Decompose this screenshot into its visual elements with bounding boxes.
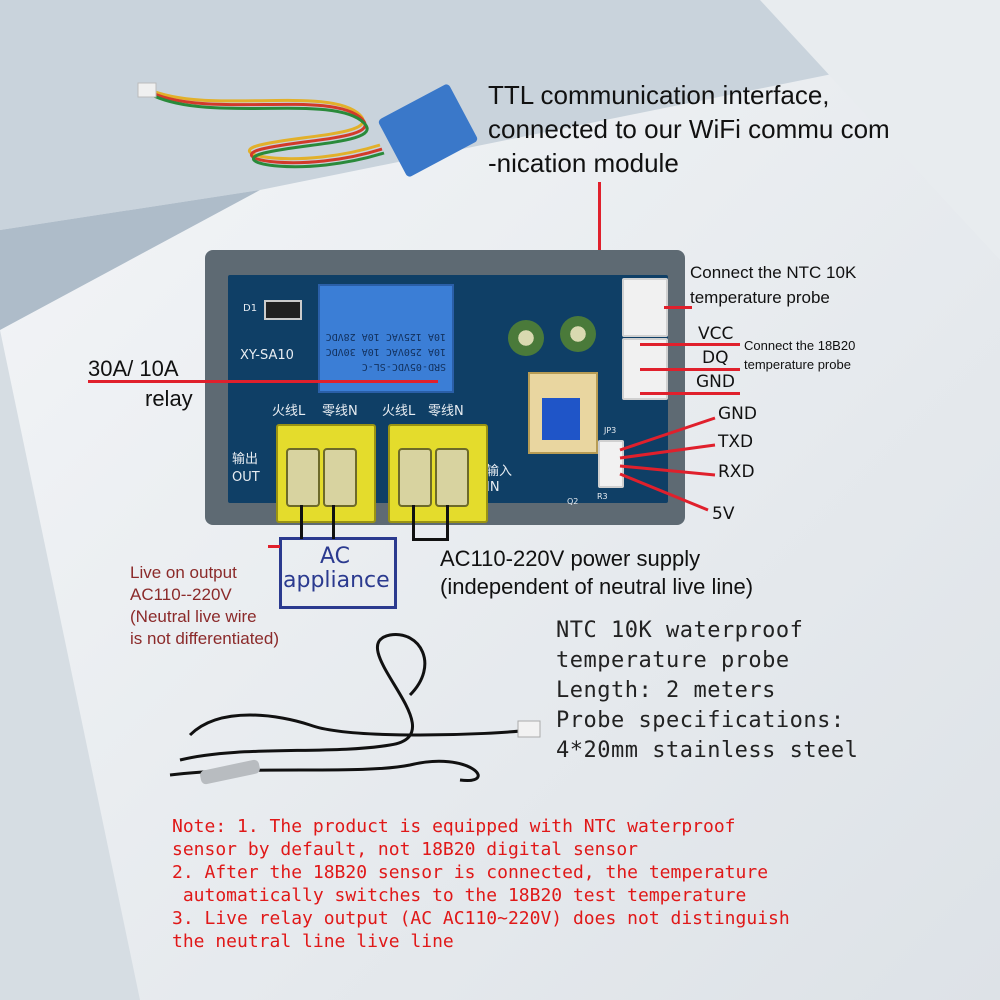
live-output-line-2: AC110--220V <box>130 585 232 604</box>
r3-label: R3 <box>597 492 608 501</box>
ds18b20-pin-gnd: GND <box>696 372 735 392</box>
in-label-cn: 输入 <box>486 464 513 479</box>
model-label: XY-SA10 <box>240 348 294 363</box>
input-terminal-screw <box>398 448 432 507</box>
notes: Note: 1. The product is equipped with NT… <box>172 815 790 953</box>
out-label-cn: 输出 <box>232 452 259 467</box>
in-label-en: IN <box>486 480 500 495</box>
note-line-6: the neutral line live line <box>172 931 454 952</box>
note-line-2: sensor by default, not 18B20 digital sen… <box>172 839 638 860</box>
ttl-pin-txd: TXD <box>718 432 754 452</box>
output-wire-1 <box>300 505 303 539</box>
relay-marking-line-2: 10A 250VAC 10A 30VDC <box>325 346 446 357</box>
relay-markings: SRD-05VDC-SL-C 10A 250VAC 10A 30VDC 10A … <box>322 294 446 374</box>
wifi-cable-illustration <box>137 82 385 169</box>
power-supply-line-2: (independent of neutral live line) <box>440 574 754 599</box>
ntc-connector <box>622 278 668 337</box>
ttl-pin-rxd: RXD <box>718 462 755 482</box>
wifi-callout-line-3: -nication module <box>488 148 679 178</box>
note-line-5: 3. Live relay output (AC AC110~220V) doe… <box>172 908 790 929</box>
ttl-pin-gnd: GND <box>718 404 757 424</box>
ntc-probe-illustration <box>169 633 541 785</box>
probe-spec-line-3: Length: 2 meters <box>556 678 776 703</box>
output-wire-2 <box>332 505 335 539</box>
note-line-1: Note: 1. The product is equipped with NT… <box>172 816 736 837</box>
relay-callout-pointer <box>88 380 438 383</box>
in-neutral-label: 零线N <box>428 404 464 419</box>
out-neutral-label: 零线N <box>322 404 358 419</box>
ntc-callout-pointer <box>664 306 692 309</box>
out-label-en: OUT <box>232 470 260 485</box>
note-line-4: automatically switches to the 18B20 test… <box>172 885 747 906</box>
live-output-line-4: is not differentiated) <box>130 629 279 648</box>
jp3-label: JP3 <box>604 426 617 435</box>
capacitor-illustration <box>560 316 596 352</box>
d1-label: D1 <box>243 303 258 314</box>
ds18b20-pointer-vcc <box>640 343 740 346</box>
live-output-callout: Live on output AC110--220V (Neutral live… <box>130 562 279 650</box>
ds18b20-pin-vcc: VCC <box>698 324 734 344</box>
out-live-label: 火线L <box>272 404 306 419</box>
relay-marking-line-3: 10A 125VAC 10A 28VDC <box>325 331 446 342</box>
ds18b20-pin-dq: DQ <box>702 348 729 368</box>
probe-spec-line-1: NTC 10K waterproof <box>556 618 804 643</box>
ttl-connector <box>598 440 624 488</box>
ac-appliance-box <box>279 537 397 609</box>
relay-component <box>318 284 454 393</box>
relay-callout-label: relay <box>145 386 193 411</box>
wifi-callout-line-2: connected to our WiFi commu com <box>488 114 890 144</box>
probe-spec: NTC 10K waterproof temperature probe Len… <box>556 616 858 766</box>
output-terminal-screw <box>323 448 357 507</box>
relay-callout-rating: 30A/ 10A <box>88 356 179 381</box>
ntc-callout-line-1: Connect the NTC 10K <box>690 263 857 282</box>
probe-spec-line-4: Probe specifications: <box>556 708 845 733</box>
relay-marking-line-1: SRD-05VDC-SL-C <box>361 361 446 372</box>
wifi-callout-pointer <box>598 182 601 298</box>
ntc-callout-line-2: temperature probe <box>690 288 830 307</box>
live-output-line-1: Live on output <box>130 563 237 582</box>
transformer-core <box>542 398 580 440</box>
ds18b20-pointer-gnd <box>640 392 740 395</box>
in-live-label: 火线L <box>382 404 416 419</box>
q2-label: Q2 <box>567 497 579 506</box>
ds18b20-pointer-dq <box>640 368 740 371</box>
live-output-line-3: (Neutral live wire <box>130 607 257 626</box>
ttl-pin-5v: 5V <box>712 504 735 524</box>
output-terminal-screw <box>286 448 320 507</box>
ds18b20-callout-line-2: temperature probe <box>744 357 851 372</box>
ttl-pointers <box>619 416 716 512</box>
ac-appliance-line-2: appliance <box>283 568 390 593</box>
probe-spec-line-2: temperature probe <box>556 648 790 673</box>
input-terminal-screw <box>435 448 469 507</box>
power-supply-line-1: AC110-220V power supply <box>440 546 701 571</box>
wifi-callout-line-1: TTL communication interface, <box>488 80 830 110</box>
diode-illustration <box>264 300 302 320</box>
ds18b20-callout-line-1: Connect the 18B20 <box>744 338 856 353</box>
capacitor-illustration <box>508 320 544 356</box>
probe-spec-line-5: 4*20mm stainless steel <box>556 738 859 763</box>
ac-appliance-line-1: AC <box>320 544 351 569</box>
power-wire-2 <box>446 505 449 539</box>
live-output-pointer <box>268 545 280 548</box>
note-line-3: 2. After the 18B20 sensor is connected, … <box>172 862 769 883</box>
power-wire-join <box>412 538 449 541</box>
power-wire-1 <box>412 505 415 539</box>
